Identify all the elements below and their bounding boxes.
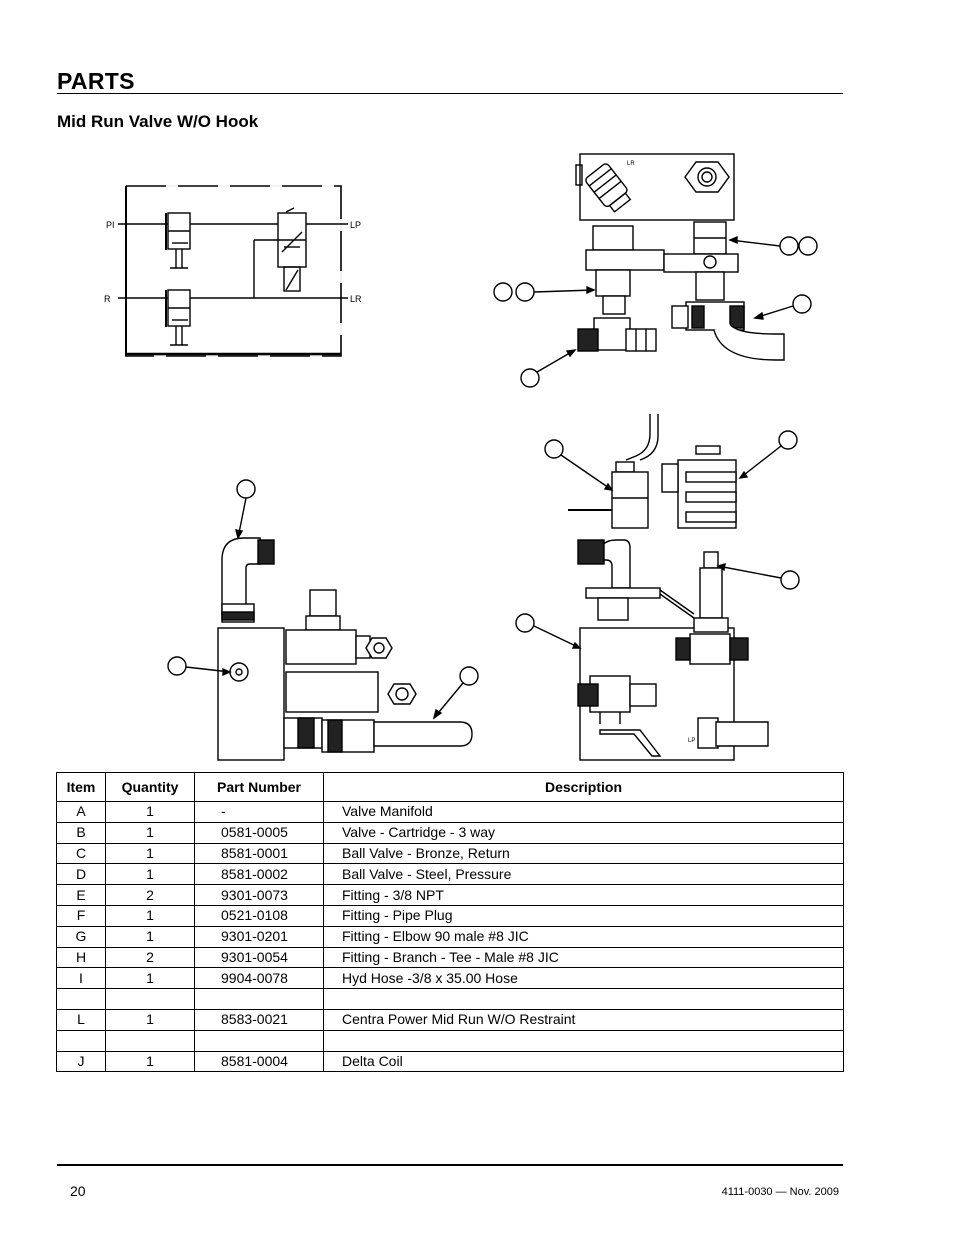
document-number: 4111-0030 — Nov. 2009 [721,1186,839,1198]
cell-description [323,988,844,1010]
cell-part-number: 8581-0002 [194,863,324,886]
cell-part-number: 9904-0078 [194,967,324,990]
cell-part-number: 0521-0108 [194,904,324,927]
cell-quantity: 2 [105,946,195,969]
cell-part-number [194,1029,324,1052]
page-number: 20 [70,1183,86,1199]
cell-quantity [105,988,195,1010]
table-header-row: Item Quantity Part Number Description [56,772,844,802]
cell-part-number: 0581-0005 [194,821,324,844]
cell-item: I [56,967,106,990]
cell-item: E [56,884,106,906]
coil-assembly [544,414,798,529]
header-rule [57,93,843,94]
table-row [56,988,844,1010]
section-title: Mid Run Valve W/O Hook [57,112,259,131]
parts-diagram: PI LP R LR LR [104,153,818,761]
cell-quantity: 1 [105,863,195,886]
cell-quantity: 1 [105,967,195,990]
bottom-left-assembly [167,479,479,761]
cell-description: Fitting - Elbow 90 male #8 JIC [323,925,844,948]
cell-part-number: 9301-0201 [194,925,324,948]
cell-description: Fitting - Branch - Tee - Male #8 JIC [323,946,844,969]
cell-quantity: 1 [105,1008,195,1031]
col-header-item: Item [56,772,106,802]
cell-part-number: 9301-0073 [194,884,324,906]
cell-item: L [56,1008,106,1031]
footer-rule [57,1164,843,1166]
hydraulic-schematic: PI LP R LR [104,185,362,357]
col-header-description: Description [323,772,844,802]
cell-part-number: 8583-0021 [194,1008,324,1031]
cell-quantity: 1 [105,801,195,823]
cell-part-number [194,988,324,1010]
page-title: PARTS [57,68,135,94]
schematic-label-lr: LR [350,294,362,304]
schematic-label-lp: LP [350,220,361,230]
cell-item: H [56,946,106,969]
schematic-label-pi: PI [106,220,115,230]
cell-item: B [56,821,106,844]
cell-part-number: 8581-0001 [194,842,324,865]
cell-description: Ball Valve - Steel, Pressure [323,863,844,886]
cell-quantity: 1 [105,821,195,844]
cell-part-number: 8581-0004 [194,1050,324,1073]
schematic-label-r: R [104,294,111,304]
cell-quantity: 1 [105,925,195,948]
top-right-assembly: LR [493,153,818,388]
cell-quantity: 1 [105,1050,195,1073]
col-header-part-number: Part Number [194,772,324,802]
bottom-right-assembly: LP [515,539,800,761]
cell-description: Hyd Hose -3/8 x 35.00 Hose [323,967,844,990]
cell-description [323,1029,844,1052]
cell-description: Valve Manifold [323,801,844,823]
cell-item: J [56,1050,106,1073]
table-row [56,1029,844,1052]
cell-description: Delta Coil [323,1050,844,1073]
cell-quantity: 1 [105,904,195,927]
cell-item [56,988,106,1010]
cell-item: G [56,925,106,948]
cell-part-number: - [194,801,324,823]
cell-description: Centra Power Mid Run W/O Restraint [323,1008,844,1031]
cell-item [56,1029,106,1052]
port-label-lr-top: LR [627,161,635,167]
port-label-lp-bottom: LP [688,738,695,744]
cell-description: Fitting - Pipe Plug [323,904,844,927]
cell-quantity [105,1029,195,1052]
cell-item: D [56,863,106,886]
cell-quantity: 1 [105,842,195,865]
col-header-quantity: Quantity [105,772,195,802]
cell-item: A [56,801,106,823]
cell-description: Fitting - 3/8 NPT [323,884,844,906]
cell-item: F [56,904,106,927]
cell-description: Valve - Cartridge - 3 way [323,821,844,844]
cell-quantity: 2 [105,884,195,906]
cell-description: Ball Valve - Bronze, Return [323,842,844,865]
cell-part-number: 9301-0054 [194,946,324,969]
cell-item: C [56,842,106,865]
